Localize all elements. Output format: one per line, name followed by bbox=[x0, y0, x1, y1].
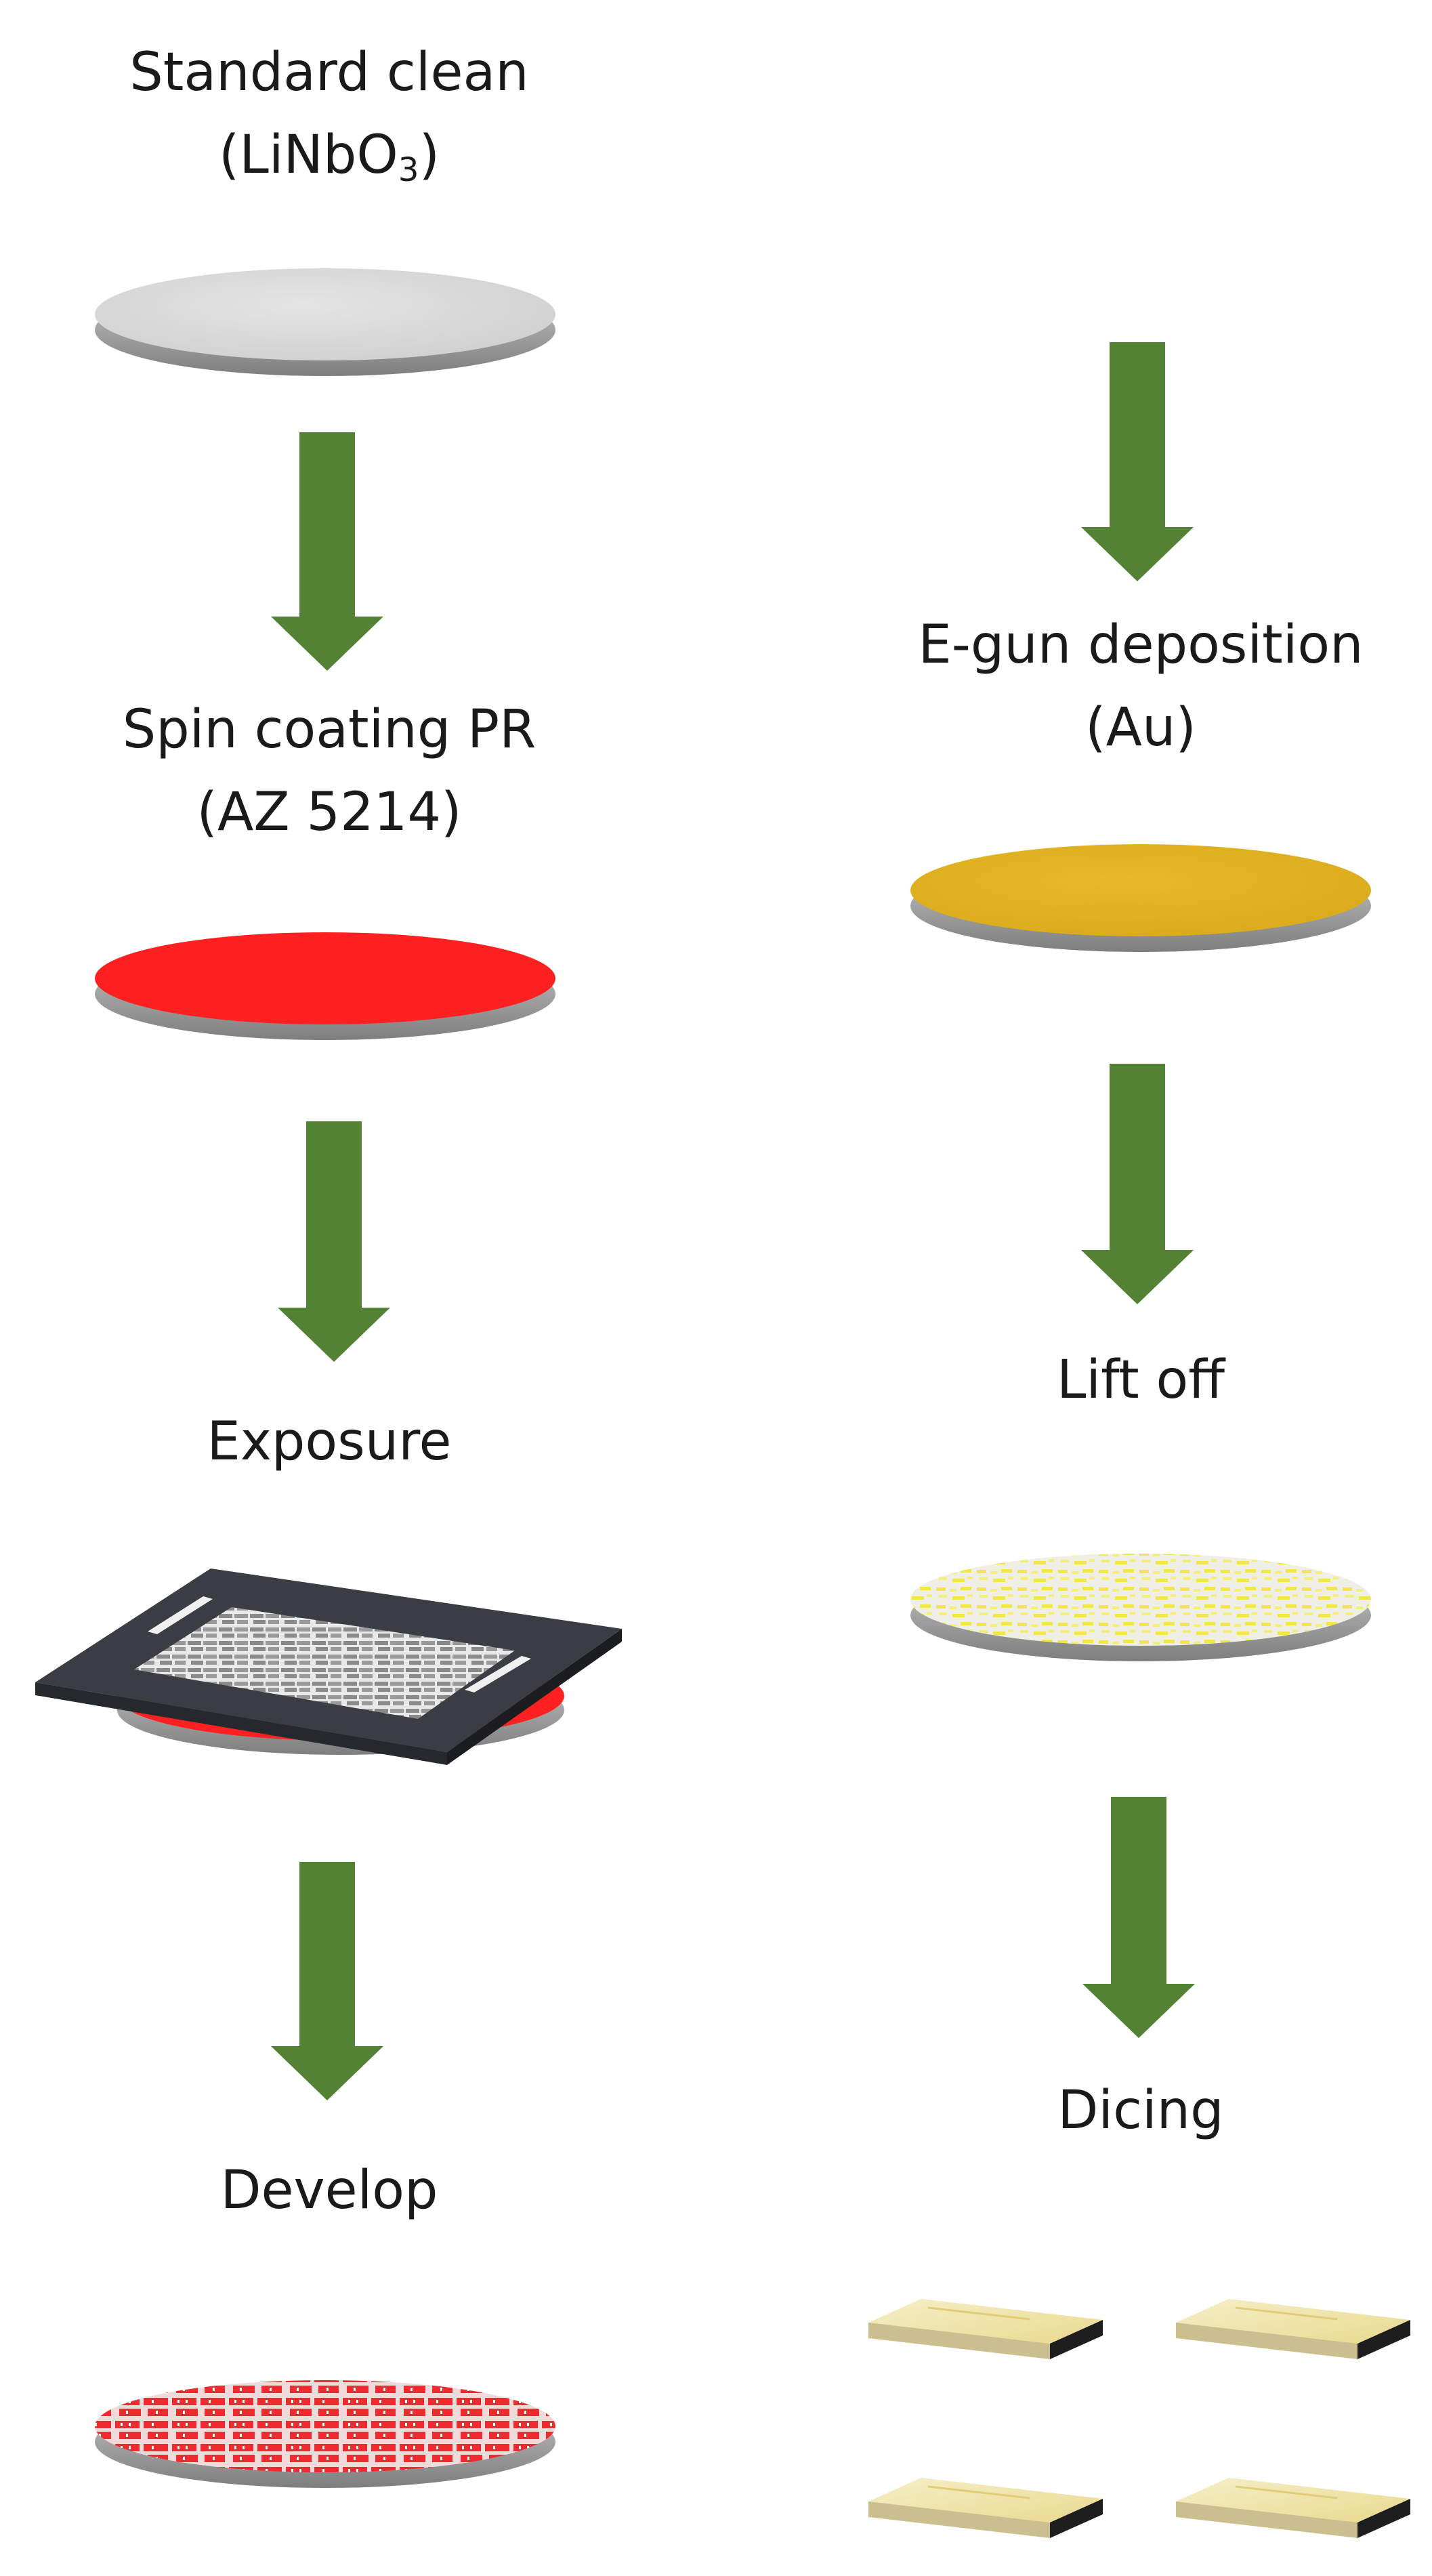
step-title-exposure: Exposure bbox=[207, 1411, 452, 1472]
arrow-down-icon bbox=[271, 432, 383, 671]
mask-pattern-area bbox=[134, 1607, 515, 1719]
step-label-develop: Develop bbox=[24, 2149, 634, 2232]
diced-chip bbox=[868, 2478, 1103, 2538]
step-subtitle-egun-deposition: (Au) bbox=[1085, 697, 1196, 758]
arrow-down-icon bbox=[1081, 342, 1194, 581]
diced-chip bbox=[868, 2299, 1103, 2359]
arrow-down-icon bbox=[1081, 1064, 1194, 1304]
wafer-bare bbox=[95, 268, 555, 376]
wafer-photoresist bbox=[95, 932, 555, 1040]
wafer-gold bbox=[910, 844, 1371, 952]
step-label-exposure: Exposure bbox=[24, 1400, 634, 1483]
diced-chip bbox=[1176, 2299, 1410, 2359]
exposure-mask-wafer bbox=[35, 1569, 622, 1765]
step-label-standard-clean: Standard clean (LiNbO3) bbox=[24, 31, 634, 196]
step-title-develop: Develop bbox=[220, 2160, 438, 2221]
wafer-lift-off bbox=[910, 1554, 1371, 1661]
step-title-egun-deposition: E-gun deposition bbox=[918, 615, 1364, 676]
step-label-dicing: Dicing bbox=[836, 2069, 1432, 2152]
step-title-dicing: Dicing bbox=[1057, 2080, 1224, 2141]
step-subtitle-spin-coating: (AZ 5214) bbox=[196, 782, 462, 843]
arrow-down-icon bbox=[278, 1121, 390, 1362]
wafer-developed bbox=[95, 2380, 555, 2488]
step-subtitle-standard-clean: (LiNbO3) bbox=[218, 125, 440, 190]
step-label-spin-coating: Spin coating PR (AZ 5214) bbox=[24, 688, 634, 854]
diced-chip bbox=[1176, 2478, 1410, 2538]
step-title-spin-coating: Spin coating PR bbox=[122, 699, 536, 760]
step-title-standard-clean: Standard clean bbox=[129, 42, 529, 103]
arrow-down-icon bbox=[271, 1862, 383, 2100]
step-title-lift-off: Lift off bbox=[1056, 1350, 1225, 1411]
step-label-lift-off: Lift off bbox=[836, 1339, 1432, 1421]
arrow-down-icon bbox=[1082, 1797, 1195, 2038]
step-label-egun-deposition: E-gun deposition (Au) bbox=[836, 604, 1432, 769]
